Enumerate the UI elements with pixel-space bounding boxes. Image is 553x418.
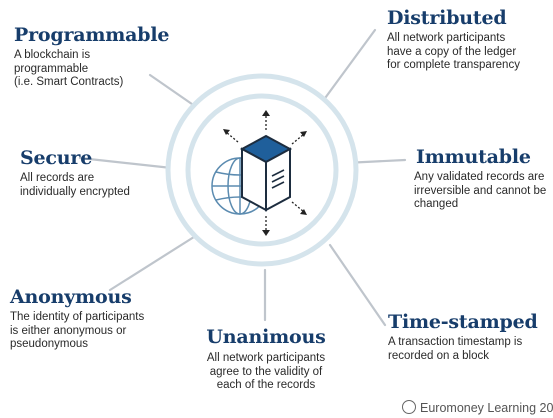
feature-description: A blockchain is programmable (i.e. Smart… [14, 49, 124, 88]
connector-time-stamped [328, 243, 387, 327]
feature-description: The identity of participants is either a… [10, 311, 145, 350]
feature-description: A transaction timestamp is recorded on a… [388, 336, 523, 362]
credit-text: Euromoney Learning 20 [420, 401, 553, 415]
diagram-graphics [78, 28, 407, 327]
connector-anonymous [108, 228, 207, 292]
feature-description: All records are individually encrypted [20, 172, 130, 198]
connector-lines [78, 28, 407, 327]
feature-unanimous: Unanimous All network participants agree… [194, 326, 338, 393]
arrow-icons [225, 114, 305, 232]
feature-description: All network participants agree to the va… [206, 352, 326, 391]
feature-title: Time-stamped [388, 311, 538, 333]
feature-programmable: Programmable A blockchain is programmabl… [14, 24, 169, 90]
feature-secure: Secure All records are individually encr… [20, 147, 130, 199]
feature-title: Distributed [387, 7, 507, 29]
feature-title: Immutable [416, 146, 531, 168]
arrowheads [223, 110, 307, 236]
credit: Euromoney Learning 20 [402, 400, 553, 415]
feature-title: Unanimous [206, 326, 326, 348]
feature-anonymous: Anonymous The identity of participants i… [10, 286, 144, 352]
feature-time-stamped: Time-stamped A transaction timestamp is … [388, 311, 538, 363]
feature-distributed: Distributed All network participants hav… [387, 7, 520, 73]
connector-distributed [318, 28, 377, 107]
feature-description: All network participants have a copy of … [387, 32, 520, 71]
feature-title: Programmable [14, 24, 170, 46]
feature-description: Any validated records are irreversible a… [414, 171, 547, 210]
feature-title: Secure [20, 147, 93, 169]
cube-icon [239, 134, 293, 212]
feature-immutable: Immutable Any validated records are irre… [414, 146, 547, 212]
copyright-icon [402, 400, 416, 414]
feature-title: Anonymous [10, 286, 132, 308]
